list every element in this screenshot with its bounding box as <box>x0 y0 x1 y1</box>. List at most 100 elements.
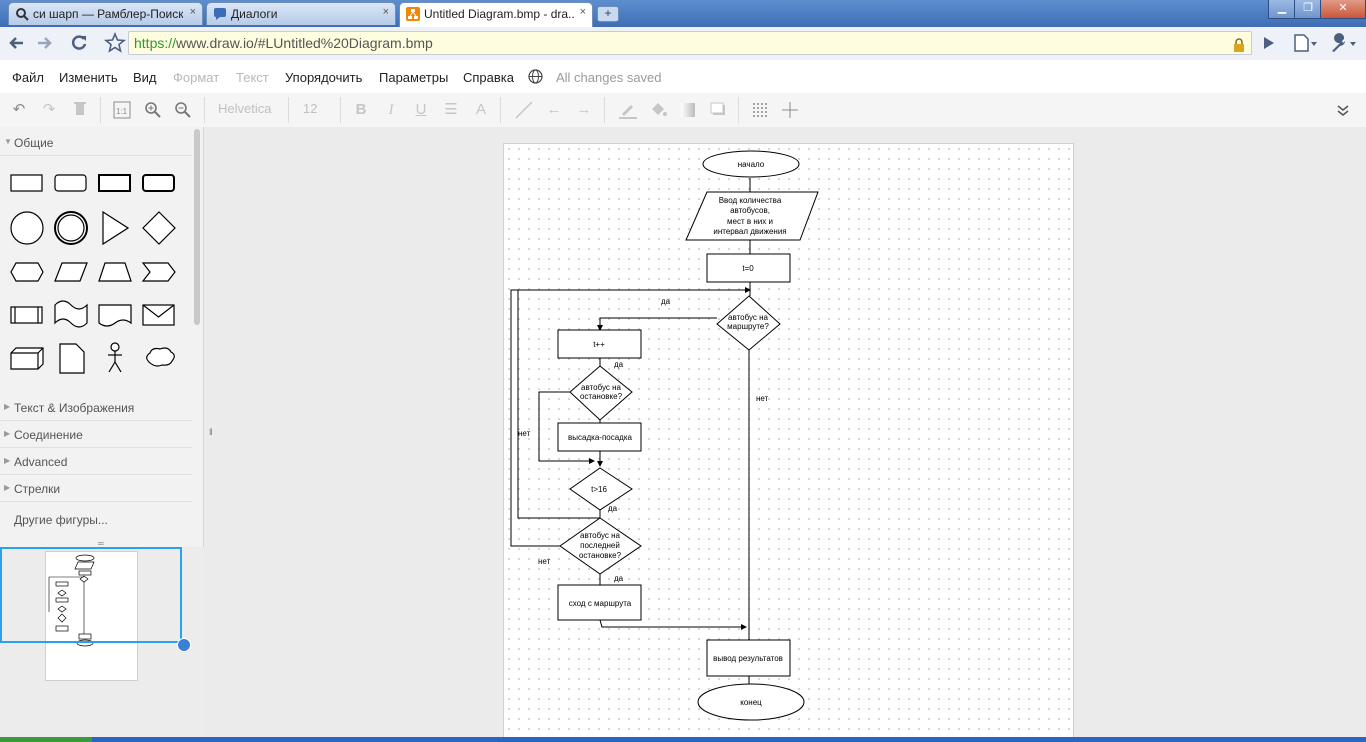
flowchart: начало Ввод количества автобусов, мест в… <box>510 150 819 721</box>
shape-hexagon[interactable] <box>10 262 44 282</box>
outline-viewport[interactable] <box>0 547 182 643</box>
toolbar: ↶ ↷ 1:1 Helvetica 12 B I U ☰ A ← → <box>0 93 1366 128</box>
section-connection[interactable]: ▶ Соединение <box>0 421 192 448</box>
diagram-page[interactable]: начало Ввод количества автобусов, мест в… <box>503 143 1074 742</box>
diagram-canvas[interactable]: начало Ввод количества автобусов, мест в… <box>218 127 1366 742</box>
arrow-start-icon[interactable]: ← <box>546 101 562 118</box>
undo-icon[interactable]: ↶ <box>12 101 26 118</box>
menu-arrange[interactable]: Упорядочить <box>285 70 363 85</box>
tab-dialogs[interactable]: Диалоги × <box>206 2 396 25</box>
shape-bold-rounded-rectangle[interactable] <box>142 174 175 192</box>
outline-resize-grip-icon[interactable]: ═ <box>98 539 104 548</box>
reload-icon[interactable] <box>67 31 91 55</box>
arrow-end-icon[interactable]: → <box>576 101 592 118</box>
restore-button[interactable]: ❐ <box>1294 0 1322 19</box>
page-menu-icon[interactable] <box>1290 31 1320 55</box>
outline-zoom-handle[interactable] <box>177 638 191 652</box>
end-terminator[interactable] <box>697 683 805 721</box>
minimize-button[interactable]: ▁ <box>1268 0 1296 19</box>
grid-icon[interactable] <box>750 100 770 120</box>
font-color-icon[interactable]: A <box>475 101 486 118</box>
menu-text[interactable]: Текст <box>236 70 269 85</box>
menu-view[interactable]: Вид <box>133 70 157 85</box>
shape-diamond[interactable] <box>142 211 176 245</box>
last-stop-decision[interactable] <box>559 517 642 575</box>
shape-actor[interactable] <box>110 342 120 352</box>
shape-triangle[interactable] <box>102 210 130 246</box>
shape-circle[interactable] <box>10 211 44 245</box>
menu-edit[interactable]: Изменить <box>59 70 118 85</box>
bold-icon[interactable]: B <box>355 101 367 118</box>
menu-help[interactable]: Справка <box>463 70 514 85</box>
section-arrows[interactable]: ▶ Стрелки <box>0 475 192 502</box>
more-shapes-link[interactable]: Другие фигуры... <box>14 513 108 527</box>
section-text-images[interactable]: ▶ Текст & Изображения <box>0 394 192 421</box>
redo-icon[interactable]: ↷ <box>42 101 56 118</box>
shape-envelope[interactable] <box>142 304 175 326</box>
init-process[interactable] <box>706 253 791 283</box>
delete-icon[interactable] <box>70 100 90 120</box>
outline-panel[interactable]: ═ <box>0 539 204 742</box>
tab-close-icon[interactable]: × <box>189 6 196 18</box>
shape-cloud[interactable] <box>146 347 175 367</box>
exit-route-process[interactable] <box>557 584 642 621</box>
shape-parallelogram[interactable] <box>54 262 88 282</box>
input-label-line4: интервал движения <box>713 227 786 236</box>
output-process[interactable] <box>706 639 791 677</box>
section-general[interactable]: ▼ Общие <box>0 129 192 156</box>
tab-close-icon[interactable]: × <box>382 6 389 18</box>
underline-icon[interactable]: U <box>415 101 427 118</box>
shape-double-circle[interactable] <box>54 211 88 245</box>
fill-color-icon[interactable] <box>648 100 668 120</box>
start-terminator[interactable] <box>702 150 800 178</box>
menu-file[interactable]: Файл <box>12 70 44 85</box>
tab-close-icon[interactable]: × <box>579 6 586 18</box>
guides-icon[interactable] <box>780 100 800 120</box>
bookmark-star-icon[interactable] <box>103 31 127 55</box>
route-decision[interactable] <box>716 295 781 351</box>
menu-format[interactable]: Формат <box>173 70 220 85</box>
sidebar-scrollbar[interactable] <box>194 129 200 325</box>
shape-note[interactable] <box>59 343 85 374</box>
sidebar-splitter[interactable]: ‖ <box>204 127 218 742</box>
time-decision[interactable] <box>569 467 633 511</box>
globe-icon[interactable] <box>528 69 543 89</box>
zoom-in-icon[interactable] <box>143 100 163 120</box>
shape-step[interactable] <box>141 262 176 282</box>
address-bar[interactable]: https://www.draw.io/#LUntitled%20Diagram… <box>128 31 1252 55</box>
line-color-icon[interactable] <box>618 100 638 120</box>
wrench-menu-icon[interactable] <box>1326 31 1360 55</box>
padlock-icon[interactable] <box>1233 36 1245 58</box>
forward-arrow-icon[interactable] <box>32 31 56 55</box>
shape-trapezoid[interactable] <box>98 262 132 282</box>
tab-rambler-search[interactable]: си шарп — Рамблер-Поиск × <box>8 2 203 25</box>
section-advanced[interactable]: ▶ Advanced <box>0 448 192 475</box>
boarding-process[interactable] <box>557 422 642 452</box>
stop-decision[interactable] <box>569 365 633 421</box>
shape-process[interactable] <box>10 306 43 324</box>
align-icon[interactable]: ☰ <box>444 101 458 118</box>
italic-icon[interactable]: I <box>388 102 394 118</box>
shadow-icon[interactable] <box>708 100 728 120</box>
font-family-select[interactable]: Helvetica <box>218 101 272 116</box>
play-icon[interactable] <box>1256 31 1280 55</box>
gradient-icon[interactable] <box>678 100 698 120</box>
input-parallelogram[interactable] <box>685 191 819 241</box>
new-tab-button[interactable]: + <box>597 6 619 22</box>
shape-rectangle[interactable] <box>10 174 43 192</box>
zoom-out-icon[interactable] <box>173 100 193 120</box>
shape-document[interactable] <box>98 304 132 327</box>
tab-drawio[interactable]: Untitled Diagram.bmp - dra... × <box>399 2 593 27</box>
close-window-button[interactable]: ✕ <box>1320 0 1366 19</box>
menu-options[interactable]: Параметры <box>379 70 449 85</box>
shape-bold-rectangle[interactable] <box>98 174 131 192</box>
shape-rounded-rectangle[interactable] <box>54 174 87 192</box>
increment-process[interactable] <box>557 329 642 359</box>
back-arrow-icon[interactable] <box>5 31 29 55</box>
line-style-icon[interactable] <box>514 100 534 120</box>
shape-tape[interactable] <box>54 300 88 328</box>
font-size-select[interactable]: 12 <box>303 101 318 116</box>
actual-size-icon[interactable]: 1:1 <box>112 100 132 120</box>
collapse-chevron-icon[interactable] <box>1333 100 1353 120</box>
start-button[interactable] <box>0 737 92 742</box>
